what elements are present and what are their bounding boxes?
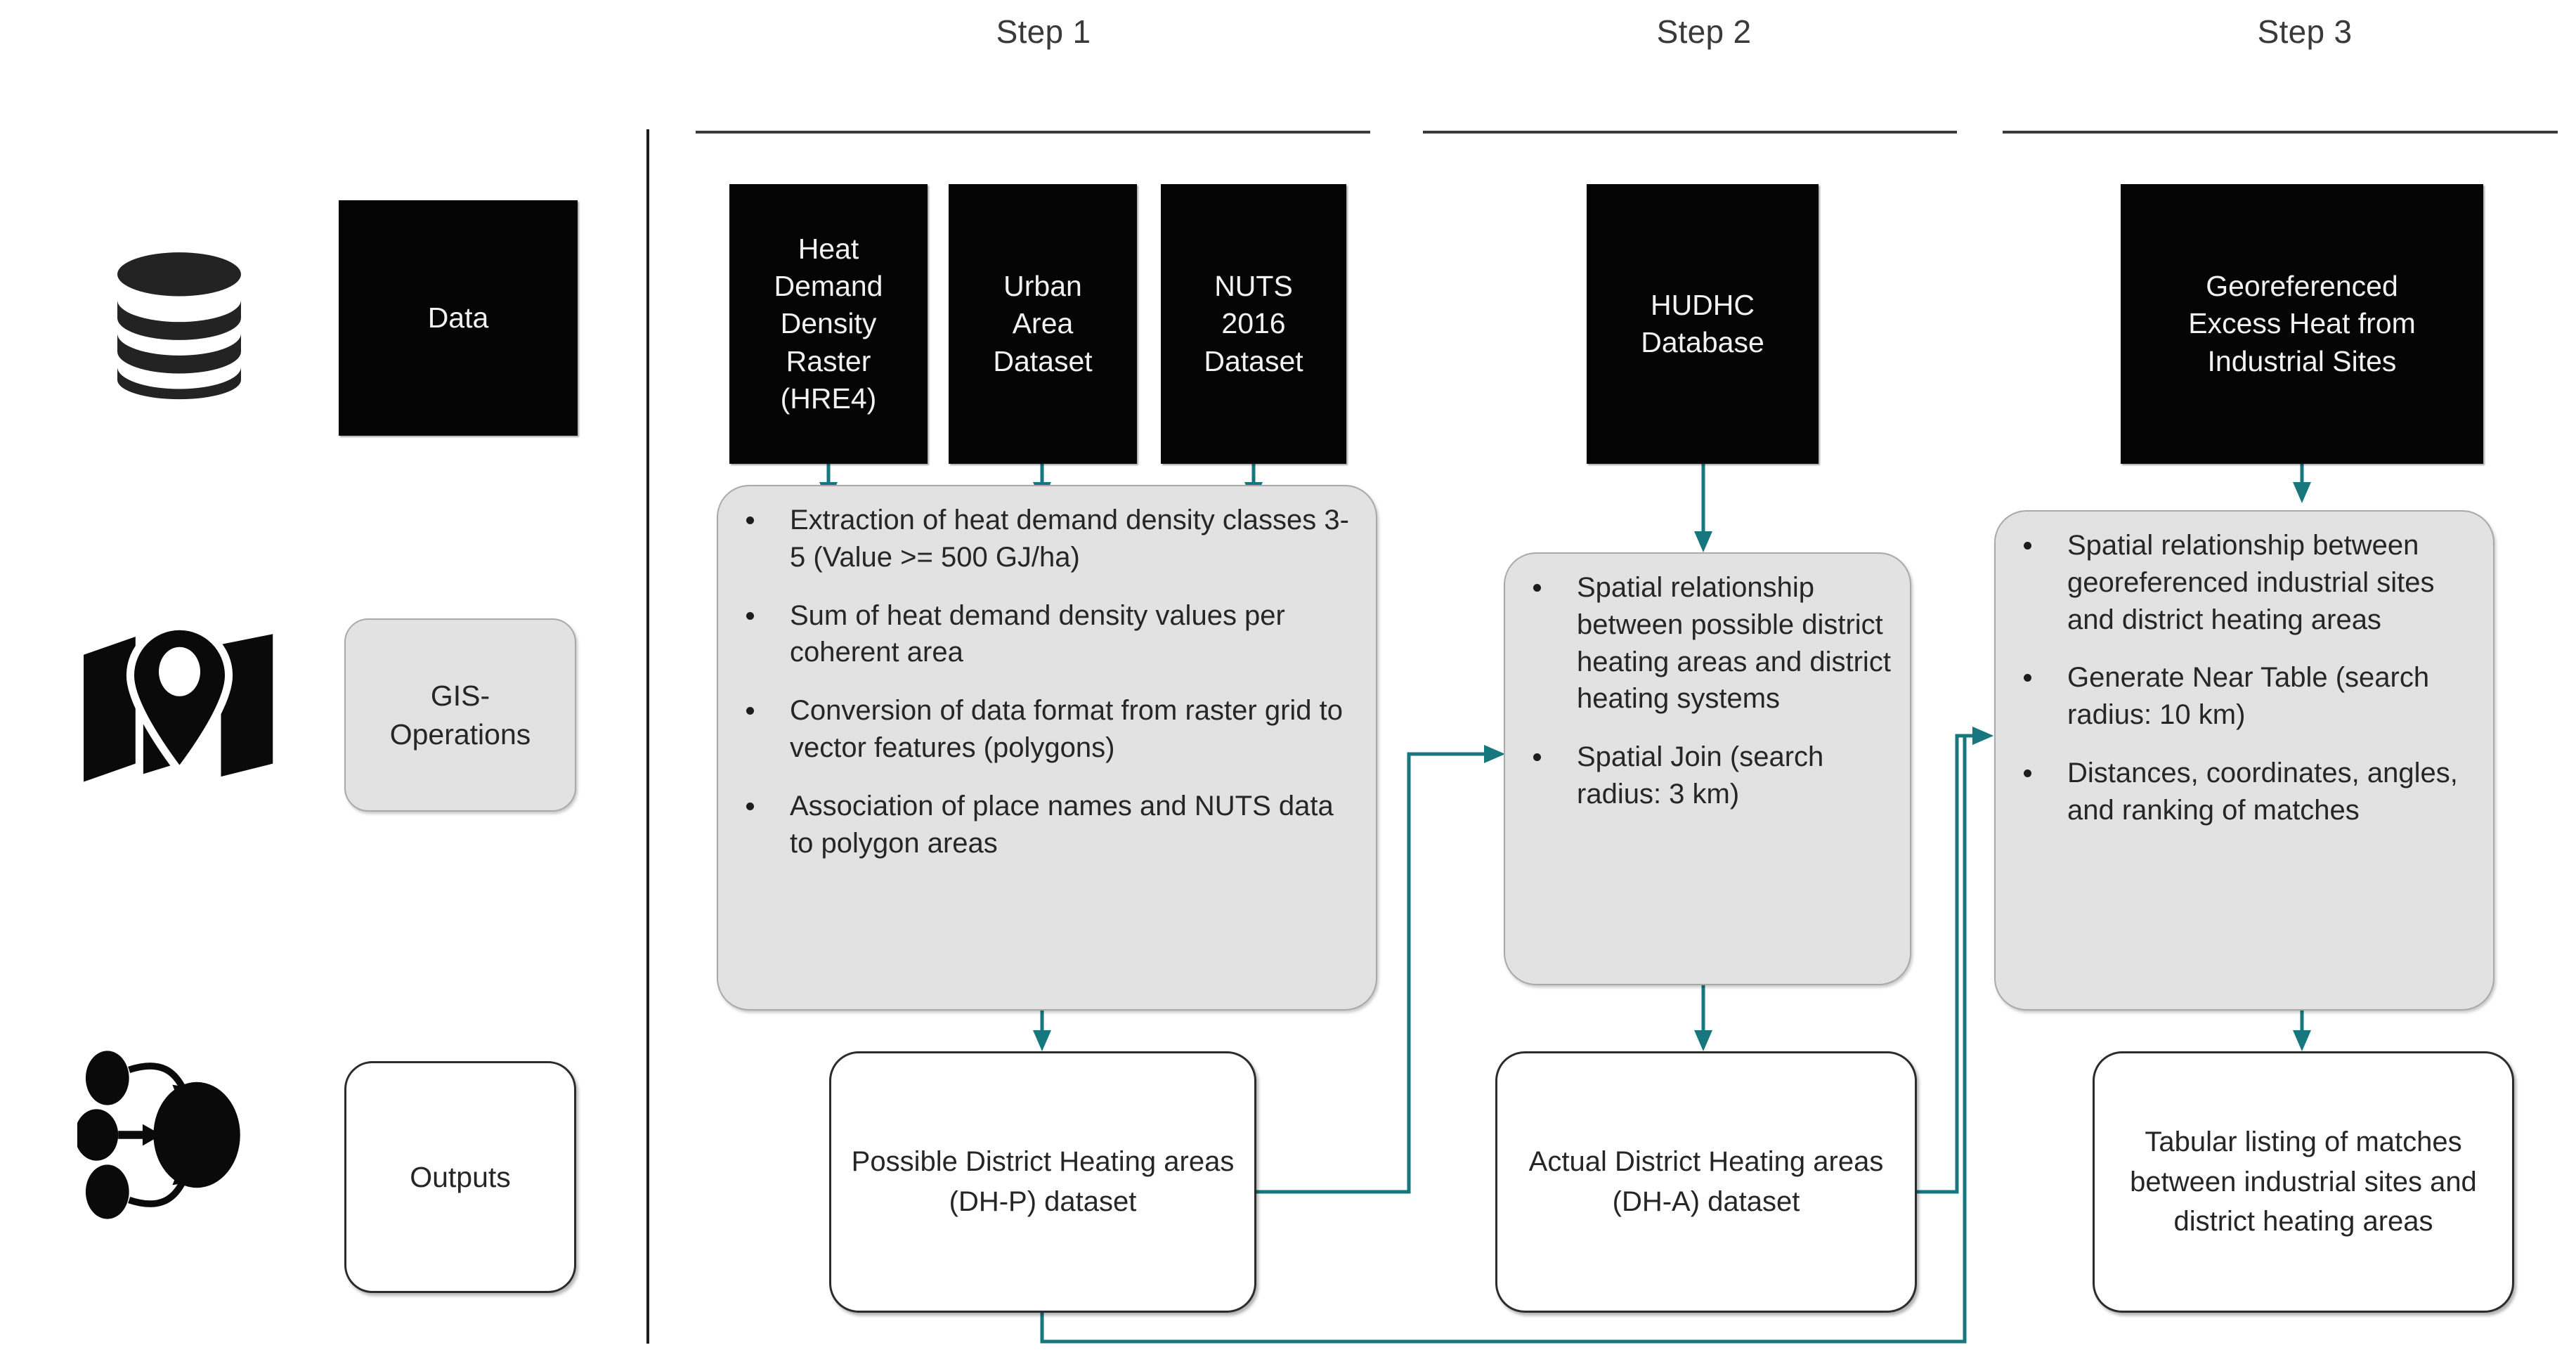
legend-gis-label-line1: GIS- (430, 679, 490, 712)
step-3-title: Step 3 (2257, 13, 2353, 50)
output-box-dh-p-dataset: Possible District Heating areas (DH-P) d… (829, 1051, 1256, 1313)
step-1-title: Step 1 (996, 13, 1091, 50)
data-box-hudhc-database: HUDHC Database (1587, 184, 1819, 464)
step-3-rule (2003, 131, 2558, 134)
step3-bullet-3: Distances, coordinates, angles, and rank… (2008, 755, 2475, 829)
arrow-hudhc-to-step2-gis (1694, 464, 1712, 552)
legend-gis-label-line2: Operations (389, 717, 531, 751)
arrow-step2-gis-to-dha (1694, 985, 1712, 1051)
network-nodes-icon (77, 1040, 281, 1230)
data-box-georeferenced-excess-heat: Georeferenced Excess Heat from Industria… (2121, 184, 2483, 464)
step3-bullet-2: Generate Near Table (search radius: 10 k… (2008, 659, 2475, 734)
step1-bullet-3: Conversion of data format from raster gr… (731, 692, 1358, 767)
step1-bullet-1: Extraction of heat demand density classe… (731, 502, 1358, 576)
data-box-label: Georeferenced Excess Heat from Industria… (2188, 270, 2416, 377)
data-box-label: Urban Area Dataset (993, 270, 1093, 377)
step-2-title: Step 2 (1656, 13, 1752, 50)
connector-dha-to-step3-gis (1916, 727, 1993, 1194)
step1-bullet-4: Association of place names and NUTS data… (731, 788, 1358, 862)
data-box-label: Heat Demand Density Raster (HRE4) (774, 232, 883, 415)
map-pin-icon (76, 618, 283, 787)
arrow-georef-to-step3-gis (2293, 464, 2311, 503)
step1-gis-operations-box: Extraction of heat demand density classe… (717, 485, 1377, 1011)
step2-bullet-1: Spatial relationship between possible di… (1518, 569, 1892, 717)
step2-gis-operations-box: Spatial relationship between possible di… (1504, 552, 1911, 985)
arrow-step1-gis-to-dhp (1033, 1011, 1051, 1051)
step-2-rule (1423, 131, 1957, 134)
database-icon (98, 246, 260, 401)
step3-gis-operations-box: Spatial relationship between georeferenc… (1994, 510, 2494, 1011)
data-box-nuts-2016-dataset: NUTS 2016 Dataset (1161, 184, 1346, 464)
step-1-rule (696, 131, 1370, 134)
data-box-urban-area-dataset: Urban Area Dataset (949, 184, 1137, 464)
data-box-label: NUTS 2016 Dataset (1204, 270, 1303, 377)
legend-gis-operations-box: GIS- Operations (344, 618, 576, 812)
output-box-dh-a-dataset: Actual District Heating areas (DH-A) dat… (1495, 1051, 1917, 1313)
output-box-tabular-listing: Tabular listing of matches between indus… (2093, 1051, 2514, 1313)
step2-bullet-2: Spatial Join (search radius: 3 km) (1518, 739, 1892, 813)
legend-outputs-box: Outputs (344, 1061, 576, 1293)
legend-data-box: Data (339, 200, 578, 436)
left-column-divider (646, 129, 649, 1344)
data-box-heat-demand-density-raster: Heat Demand Density Raster (HRE4) (729, 184, 928, 464)
arrow-step3-gis-to-tabular (2293, 1011, 2311, 1051)
step1-bullet-2: Sum of heat demand density values per co… (731, 597, 1358, 672)
data-box-label: HUDHC Database (1641, 288, 1764, 358)
step3-bullet-1: Spatial relationship between georeferenc… (2008, 527, 2475, 638)
